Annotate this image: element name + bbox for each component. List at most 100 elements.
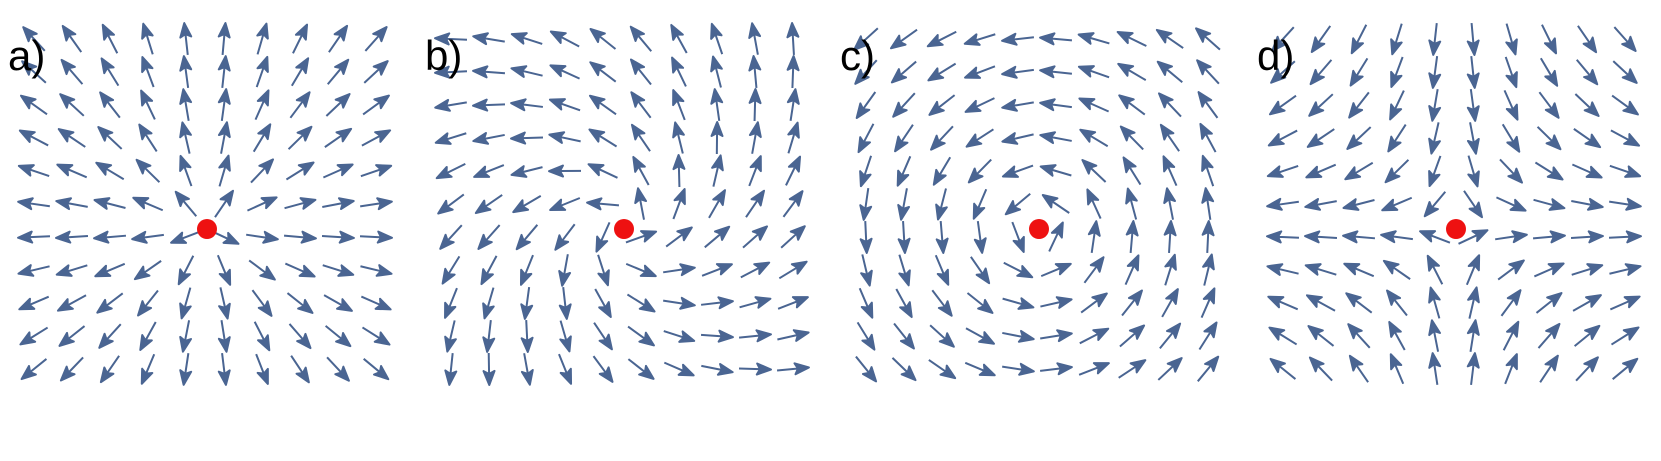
panel-c-arrow: [888, 88, 920, 122]
panel-a-arrow: [282, 229, 318, 245]
panel-a-arrow: [244, 228, 280, 246]
panel-b-arrow: [661, 356, 697, 382]
panel-c-arrow: [967, 186, 993, 222]
panel-d-arrow: [1493, 255, 1529, 285]
panel-a-arrow: [211, 252, 237, 288]
panel-a-arrow: [133, 120, 163, 156]
panel-b-arrow: [556, 285, 574, 321]
panel-d-arrow: [1536, 21, 1562, 57]
panel-d-arrow: [1608, 56, 1642, 88]
panel-b-arrow: [585, 56, 621, 88]
panel-c-arrow: [887, 56, 921, 88]
panel-b-arrow: [471, 189, 507, 219]
panel-c-label: c): [840, 32, 875, 79]
panel-c-arrow: [963, 287, 997, 319]
panel-c-arrow: [1115, 121, 1149, 155]
panel-b-arrow: [626, 120, 656, 156]
panel-c-arrow: [1154, 319, 1186, 353]
panel-a-arrow: [321, 320, 355, 352]
panel-b-arrow: [547, 59, 583, 85]
panel-b-arrow: [708, 87, 726, 123]
panel-c-arrow: [1001, 188, 1035, 220]
panel-a-arrow: [249, 87, 275, 123]
panel-b-arrow: [738, 221, 772, 253]
panel-d-arrow: [1607, 321, 1643, 351]
panel-a-arrow: [358, 159, 394, 183]
panel-a-arrow: [92, 157, 128, 185]
panel-b-arrow: [627, 153, 655, 189]
panel-d-arrows: [1265, 21, 1643, 387]
panel-c-arrow: [962, 322, 998, 350]
panel-c-arrow: [850, 352, 882, 386]
panel-b-arrow: [471, 29, 507, 49]
panel-b-arrow: [517, 351, 537, 387]
panel-d-arrow: [1306, 21, 1336, 57]
panel-b-arrow: [585, 196, 621, 212]
panel-d-arrow: [1383, 318, 1411, 354]
panel-d-arrow: [1493, 228, 1529, 246]
panel-a-arrow: [214, 120, 234, 156]
panel-b-arrow: [661, 261, 697, 279]
panel-b-arrow: [518, 285, 536, 321]
panel-a-arrow: [320, 194, 356, 214]
panel-b-arrow: [589, 285, 617, 321]
panel-d-arrow: [1304, 89, 1338, 121]
panel-c-arrow: [1038, 31, 1074, 47]
panel-a-arrow: [320, 258, 356, 282]
panel-c-arrow: [1119, 252, 1145, 288]
panel-c-arrow: [1006, 219, 1030, 255]
panel-d-arrow: [1460, 252, 1486, 288]
panel-d-arrow: [1609, 22, 1641, 56]
panel-a-arrow: [244, 191, 280, 217]
panel-a-arrow: [92, 229, 128, 245]
panel-a-arrow: [176, 120, 196, 156]
panel-a-arrow: [136, 54, 160, 90]
panel-b-arrow: [482, 351, 496, 387]
panel-d-arrow: [1607, 229, 1643, 245]
panel-a-arrow: [54, 289, 90, 317]
panel-b-arrow: [547, 25, 583, 53]
panel-d-arrow: [1569, 194, 1605, 214]
panel-b-arrow: [509, 96, 545, 114]
panel-d-arrow: [1344, 54, 1374, 90]
panel-b-arrow: [588, 318, 618, 354]
panel-a-arrow: [177, 351, 195, 387]
panel-c-arrow: [1076, 322, 1112, 350]
panel-b-arrow: [737, 361, 773, 377]
panel-c-arrow: [1000, 292, 1036, 314]
panel-c-arrow: [1191, 23, 1225, 55]
panel-c-arrow: [924, 25, 960, 53]
panel-d-arrow: [1607, 290, 1643, 316]
panel-b-arrow: [433, 157, 469, 185]
panel-c-arrow: [1162, 219, 1178, 255]
panel-a-arrow: [247, 285, 277, 321]
panel-d-arrow: [1497, 120, 1525, 156]
panel-b-arrow: [555, 252, 575, 288]
panel-b-arrow: [585, 158, 621, 184]
panel-a-arrow: [93, 122, 127, 154]
panel-b-arrow: [667, 87, 691, 123]
panel-b-arrow: [435, 220, 467, 254]
panel-a-arrow: [54, 194, 90, 214]
panel-b-arrow: [509, 160, 545, 182]
panel-c-arrow: [1155, 120, 1185, 156]
panel-a-arrow: [282, 193, 318, 215]
panel-b-arrow: [706, 54, 728, 90]
panel-a-arrow: [250, 351, 274, 387]
panel-d-arrow: [1499, 351, 1523, 387]
panel-c-arrow: [887, 352, 921, 386]
panel-c-arrow: [893, 252, 915, 288]
panel-a-arrow: [216, 21, 232, 57]
panel-c-arrow: [1000, 256, 1036, 284]
panel-d-arrow: [1341, 257, 1377, 283]
panel-b-arrow: [625, 87, 657, 123]
panel-c-arrow: [962, 123, 998, 153]
panel-a-arrow: [358, 229, 394, 245]
panel-d-arrow: [1571, 352, 1603, 386]
panel-b-arrow: [509, 61, 545, 83]
panel-d-arrow: [1423, 153, 1447, 189]
panel-c-arrow: [1038, 160, 1074, 182]
panel-b-arrow: [471, 128, 507, 148]
panel-d-arrow: [1341, 287, 1377, 319]
